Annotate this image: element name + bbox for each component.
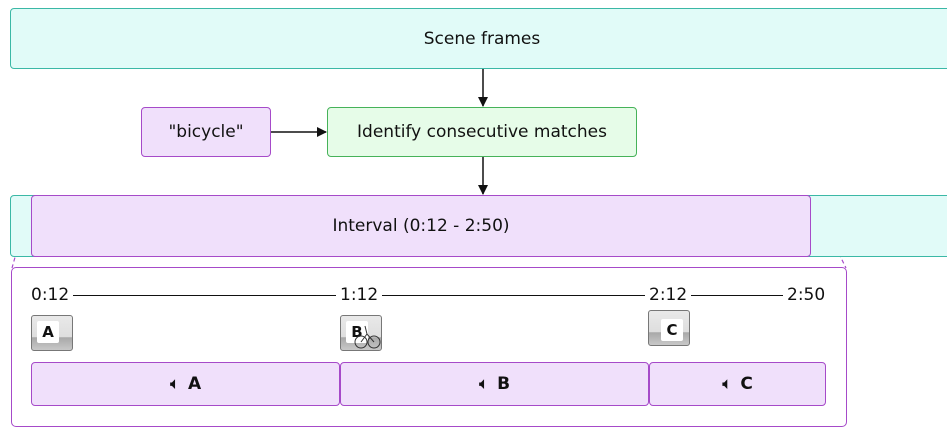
speaker-icon: 🔈︎ — [169, 374, 181, 394]
speaker-icon: 🔈︎ — [478, 374, 490, 394]
segment-label: C — [740, 374, 753, 394]
frame-thumbnail-a: A — [31, 315, 73, 351]
query-box: "bicycle" — [141, 107, 271, 157]
scene-frames-box: Scene frames — [10, 8, 947, 69]
segment-label: B — [497, 374, 511, 394]
frame-thumbnail-label: B — [346, 321, 368, 343]
audio-segment-c: 🔈︎ C — [649, 362, 826, 406]
speaker-icon: 🔈︎ — [722, 374, 733, 394]
timeline-tick-0: 0:12 — [27, 285, 74, 305]
frame-thumbnail-label: C — [661, 319, 683, 341]
frame-thumbnail-b: B — [340, 315, 382, 351]
frame-thumbnail-label: A — [37, 321, 59, 343]
identify-label: Identify consecutive matches — [357, 122, 607, 142]
bicycle-icon — [354, 325, 381, 349]
scene-frames-label: Scene frames — [423, 28, 541, 49]
frame-thumbnail-c: C — [648, 310, 690, 346]
interval-box: Interval (0:12 - 2:50) — [31, 195, 811, 257]
timeline-tick-2: 2:12 — [645, 285, 692, 305]
timeline-line — [70, 295, 790, 296]
timeline-tick-1: 1:12 — [336, 285, 383, 305]
audio-segment-b: 🔈︎ B — [340, 362, 649, 406]
timeline-tick-3: 2:50 — [783, 285, 830, 305]
identify-box: Identify consecutive matches — [327, 107, 637, 157]
audio-segment-a: 🔈︎ A — [31, 362, 340, 406]
segment-label: A — [188, 374, 202, 394]
query-label: "bicycle" — [168, 122, 244, 142]
interval-label: Interval (0:12 - 2:50) — [332, 216, 510, 236]
